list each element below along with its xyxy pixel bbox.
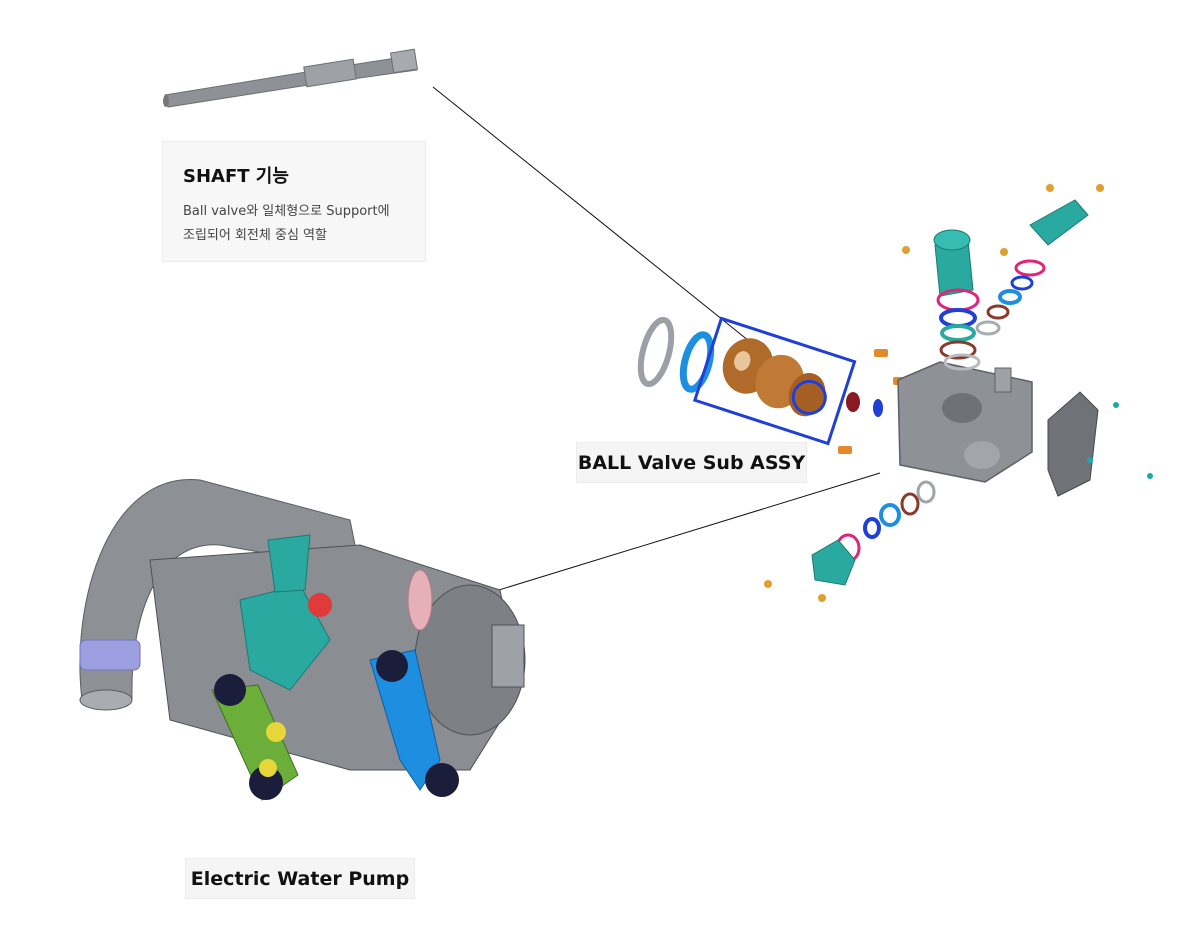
inlet-parts-icon bbox=[764, 480, 936, 602]
valve-housing-icon bbox=[897, 361, 1033, 483]
shaft-callout-line-1: Ball valve와 일체형으로 Support에 bbox=[183, 204, 390, 219]
ball-valve-label: BALL Valve Sub ASSY bbox=[576, 442, 807, 483]
shaft-callout: SHAFT 기능 Ball valve와 일체형으로 Support에 조립되어… bbox=[162, 141, 426, 262]
ball-valve-icon bbox=[637, 316, 857, 446]
shaft-leader-line bbox=[432, 86, 801, 383]
shaft-callout-title: SHAFT 기능 bbox=[183, 166, 289, 187]
outlet-parts-icon bbox=[902, 184, 1104, 371]
shaft-callout-line-2: 조립되어 회전체 중심 역할 bbox=[183, 228, 327, 243]
water-pump-icon bbox=[79, 479, 526, 801]
water-pump-label: Electric Water Pump bbox=[185, 858, 415, 899]
actuator-icon bbox=[1047, 391, 1153, 497]
shaft-icon bbox=[163, 48, 418, 108]
seal-parts-icon bbox=[838, 349, 907, 454]
